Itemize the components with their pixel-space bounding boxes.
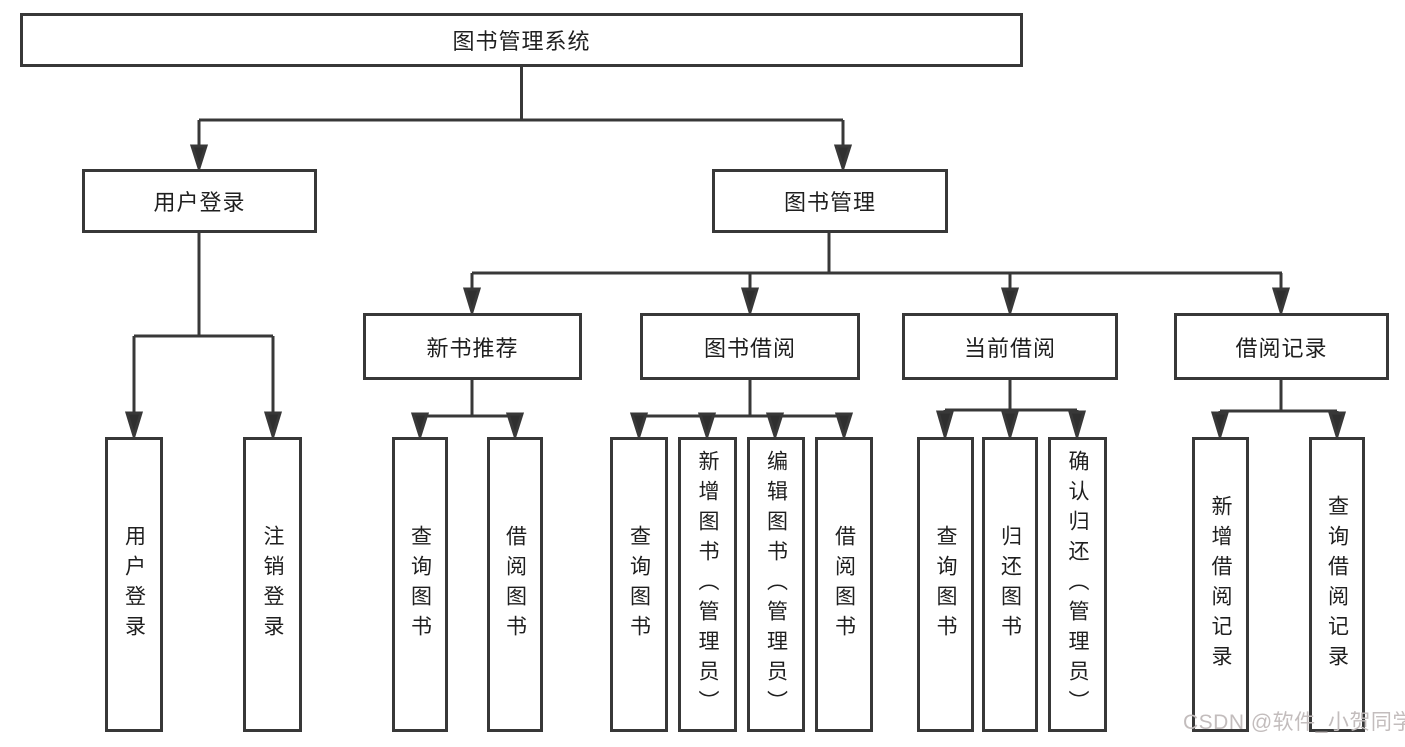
leaf-query-borrow-record: 查询借阅记录 — [1309, 437, 1365, 732]
node-current-borrow: 当前借阅 — [902, 313, 1118, 380]
connector-borrow-records — [1210, 380, 1347, 442]
node-label: 图书管理 — [783, 190, 876, 215]
leaf-label: 确认归还（管理员） — [1066, 449, 1089, 720]
leaf-add-book-admin: 新增图书（管理员） — [678, 437, 737, 732]
leaf-label: 查询图书 — [408, 524, 432, 645]
node-label: 图书管理系统 — [452, 29, 591, 54]
leaf-label: 用户登录 — [122, 524, 146, 645]
node-library-system: 图书管理系统 — [20, 13, 1023, 67]
leaf-return-book: 归还图书 — [982, 437, 1038, 732]
connector-current-borrow — [936, 380, 1086, 442]
leaf-query-books-borrow: 查询图书 — [610, 437, 668, 732]
leaf-logout: 注销登录 — [243, 437, 302, 732]
leaf-label: 归还图书 — [998, 524, 1022, 645]
leaf-edit-book-admin: 编辑图书（管理员） — [747, 437, 805, 732]
leaf-add-borrow-record: 新增借阅记录 — [1192, 437, 1249, 732]
node-label: 图书借阅 — [703, 335, 796, 361]
leaf-label: 新增借阅记录 — [1209, 494, 1232, 675]
connector-new-book-recommend — [410, 380, 525, 441]
leaf-query-books-current: 查询图书 — [917, 437, 974, 732]
leaf-label: 查询图书 — [934, 524, 957, 645]
node-label: 当前借阅 — [963, 335, 1056, 361]
node-book-management: 图书管理 — [712, 169, 948, 233]
leaf-query-books-recommend: 查询图书 — [392, 437, 448, 732]
node-new-book-recommend: 新书推荐 — [363, 313, 582, 380]
leaf-borrow-books: 借阅图书 — [815, 437, 873, 732]
csdn-watermark: CSDN @软件_小贺同学 — [1183, 711, 1405, 734]
leaf-label: 新增图书（管理员） — [696, 449, 719, 720]
leaf-confirm-return-admin: 确认归还（管理员） — [1048, 437, 1107, 732]
node-label: 用户登录 — [153, 190, 246, 215]
node-label: 借阅记录 — [1235, 335, 1328, 361]
leaf-label: 借阅图书 — [832, 524, 856, 645]
node-user-login: 用户登录 — [82, 169, 317, 233]
leaf-label: 借阅图书 — [503, 524, 527, 645]
leaf-user-login: 用户登录 — [105, 437, 163, 732]
node-borrow-records: 借阅记录 — [1174, 313, 1389, 380]
leaf-label: 编辑图书（管理员） — [764, 449, 788, 720]
connector-user-login — [124, 233, 283, 442]
connector-book-mgmt — [462, 233, 1291, 318]
node-book-borrow: 图书借阅 — [640, 313, 860, 380]
leaf-label: 查询借阅记录 — [1325, 494, 1349, 675]
node-label: 新书推荐 — [426, 335, 519, 361]
connector-root — [189, 67, 853, 173]
leaf-label: 注销登录 — [261, 524, 284, 645]
leaf-label: 查询图书 — [627, 524, 651, 645]
leaf-borrow-books-recommend: 借阅图书 — [487, 437, 543, 732]
connector-book-borrow — [629, 380, 854, 441]
